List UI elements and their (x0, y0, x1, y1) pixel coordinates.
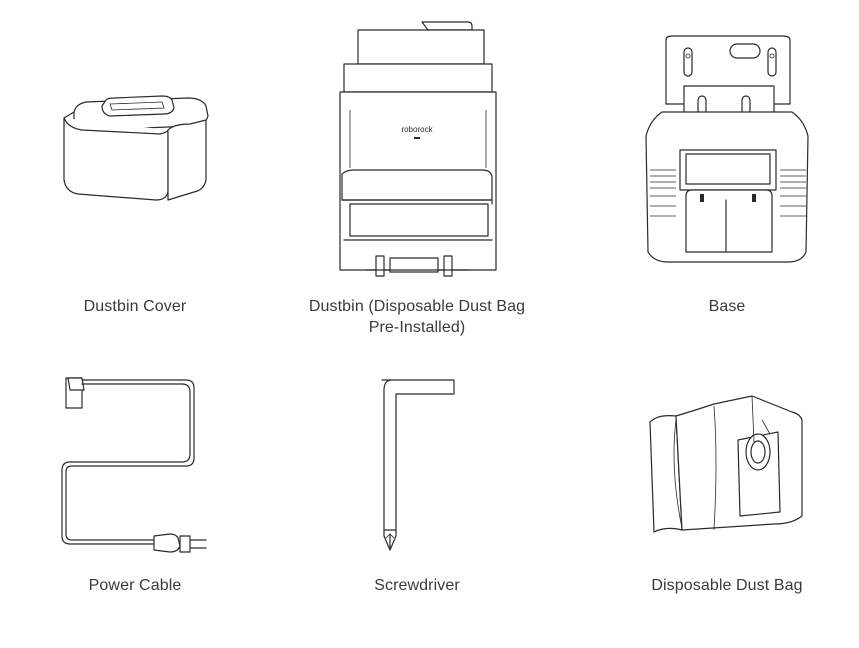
base-illustration (645, 35, 809, 263)
item-dustbin-cover: Dustbin Cover (10, 0, 260, 330)
item-screwdriver: Screwdriver (292, 350, 542, 600)
item-label: Dustbin Cover (83, 298, 187, 315)
dustbin-illustration: roborock (339, 21, 497, 277)
dust-bag-illustration (649, 395, 803, 533)
dustbin-cover-illustration (63, 95, 209, 201)
item-base: Base (602, 0, 852, 330)
brand-logo: roborock (401, 125, 433, 134)
item-dustbin: roborock Dustbin (Disposable Dust Bag Pr… (292, 0, 542, 340)
item-label: Disposable Dust Bag (651, 577, 803, 594)
item-power-cable: Power Cable (10, 350, 260, 600)
item-label: Power Cable (88, 577, 182, 594)
item-dust-bag: Disposable Dust Bag (602, 350, 852, 600)
item-label: Base (708, 298, 746, 315)
item-label: Screwdriver (374, 577, 460, 594)
item-label: Dustbin (Disposable Dust Bag Pre-Install… (308, 298, 526, 336)
screwdriver-illustration (381, 379, 455, 551)
power-cable-illustration (61, 377, 207, 553)
